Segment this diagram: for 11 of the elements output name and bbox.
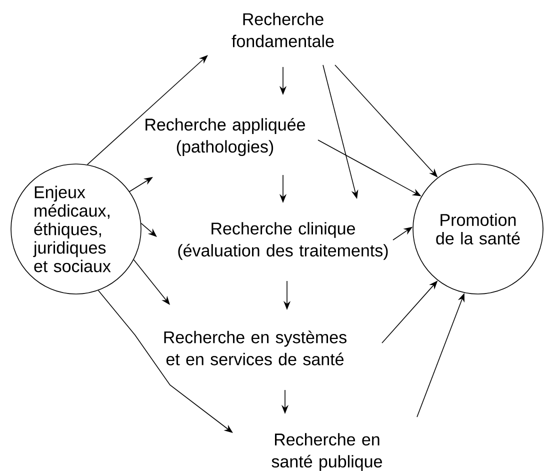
research-label: Recherche appliquée (pathologies): [146, 118, 306, 156]
research-label: Recherche en systèmes et en services de santé: [164, 330, 346, 366]
arrow: [133, 259, 170, 305]
arrow: [140, 222, 157, 237]
research-label: Recherche fondamentale: [232, 12, 334, 48]
arrow: [86, 55, 208, 165]
research-label: Recherche en santé publique: [272, 433, 382, 471]
arrow: [98, 290, 233, 433]
circle-node: Enjeux médicaux, éthiques, juridiques et sociaux: [10, 164, 142, 294]
circle-node: Promotion de la santé: [412, 164, 544, 294]
research-label: Recherche clinique (évaluation des traitements): [178, 222, 388, 260]
